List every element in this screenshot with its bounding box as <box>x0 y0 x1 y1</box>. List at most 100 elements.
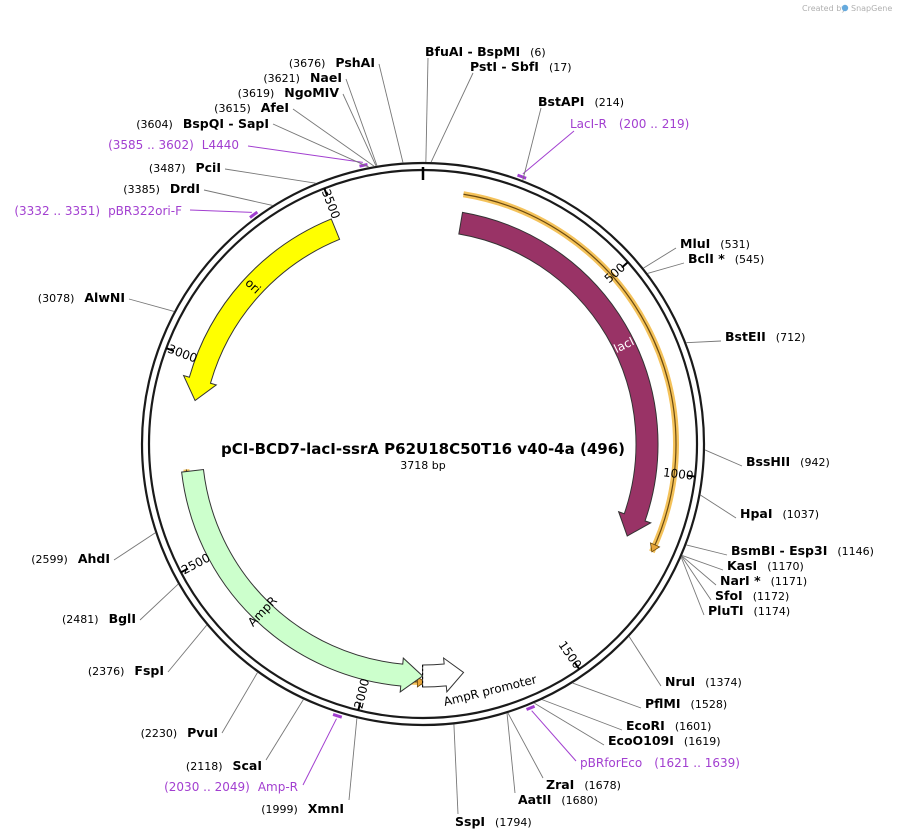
primer-binding-arc[interactable] <box>249 210 259 219</box>
feature-arrow[interactable] <box>422 656 465 694</box>
site-label[interactable]: (2376)FspI <box>88 663 164 678</box>
site-label[interactable]: BfuAI - BspMI(6) <box>425 44 546 59</box>
site-label[interactable]: HpaI(1037) <box>740 506 819 521</box>
feature-arrow[interactable] <box>182 218 341 402</box>
site-bsmbi[interactable]: BsmBI - Esp3I(1146) <box>686 543 874 558</box>
site-label[interactable]: NruI(1374) <box>665 674 742 689</box>
site-label[interactable]: (3078)AlwNI <box>38 290 125 305</box>
site-position: (1172) <box>753 590 790 603</box>
site-nari[interactable]: NarI *(1171) <box>681 555 807 588</box>
site-naei[interactable]: (3621)NaeI <box>263 70 378 166</box>
feature-arrow[interactable] <box>181 468 424 693</box>
site-mlui[interactable]: MluI(531) <box>643 236 750 269</box>
site-label[interactable]: (3619)NgoMIV <box>238 85 340 100</box>
site-label[interactable]: (3615)AfeI <box>214 100 289 115</box>
site-sspi[interactable]: SspI(1794) <box>453 724 532 829</box>
feature-laci[interactable] <box>458 211 659 537</box>
site-pvui[interactable]: (2230)PvuI <box>141 672 258 740</box>
site-ecori[interactable]: EcoRI(1601) <box>541 699 711 733</box>
site-label[interactable]: AatII(1680) <box>518 792 598 807</box>
site-label[interactable]: PflMI(1528) <box>645 696 727 711</box>
site-aatii[interactable]: AatII(1680) <box>506 713 598 807</box>
translation-arc-core <box>463 193 677 553</box>
site-name: BssHII <box>746 454 790 469</box>
site-label[interactable]: (3621)NaeI <box>263 70 342 85</box>
primer-pbrforeco[interactable]: pBRforEco(1621 .. 1639) <box>525 704 740 770</box>
primer-laci-r[interactable]: LacI-R(200 .. 219) <box>517 117 690 180</box>
site-label[interactable]: SspI(1794) <box>455 814 532 829</box>
site-name: FspI <box>134 663 164 678</box>
leader-line <box>139 583 179 621</box>
site-label[interactable]: BstAPI(214) <box>538 94 624 109</box>
site-bsteii[interactable]: BstEII(712) <box>686 329 805 344</box>
primer-amp-r[interactable]: (2030 .. 2049)Amp-R <box>164 713 343 794</box>
site-label[interactable]: (2230)PvuI <box>141 725 218 740</box>
site-bfuai[interactable]: BfuAI - BspMI(6) <box>425 44 546 163</box>
site-label[interactable]: (3487)PciI <box>149 160 221 175</box>
primer-binding-arc[interactable] <box>525 704 536 711</box>
primer-name: pBRforEco <box>580 756 642 770</box>
site-pluti[interactable]: PluTI(1174) <box>680 557 790 618</box>
site-label[interactable]: (1999)XmnI <box>261 801 344 816</box>
site-zrai[interactable]: ZraI(1678) <box>507 712 621 792</box>
site-pshai[interactable]: (3676)PshAI <box>289 55 404 163</box>
site-ecoo109i[interactable]: EcoO109I(1619) <box>534 702 720 748</box>
primer-l4440[interactable]: (3585 .. 3602)L4440 <box>108 138 368 168</box>
site-label[interactable]: BsmBI - Esp3I(1146) <box>731 543 874 558</box>
site-label[interactable]: BssHII(942) <box>746 454 830 469</box>
site-label[interactable]: BstEII(712) <box>725 329 805 344</box>
site-label[interactable]: (3604)BspQI - SapI <box>136 116 269 131</box>
site-label[interactable]: (2599)AhdI <box>31 551 110 566</box>
feature-ampr[interactable] <box>181 468 424 693</box>
site-ngomiv[interactable]: (3619)NgoMIV <box>238 85 377 167</box>
site-label[interactable]: (3385)DrdI <box>123 181 200 196</box>
site-hpai[interactable]: HpaI(1037) <box>700 494 819 521</box>
site-sfoi[interactable]: SfoI(1172) <box>681 556 790 603</box>
site-label[interactable]: PstI - SbfI(17) <box>470 59 572 74</box>
site-label[interactable]: EcoRI(1601) <box>626 718 711 733</box>
site-label[interactable]: NarI *(1171) <box>720 573 807 588</box>
primer-label[interactable]: (3585 .. 3602)L4440 <box>108 138 239 152</box>
primer-label[interactable]: LacI-R(200 .. 219) <box>570 117 689 131</box>
site-psti[interactable]: PstI - SbfI(17) <box>430 59 572 163</box>
site-ahdi[interactable]: (2599)AhdI <box>31 532 156 566</box>
primer-binding-arc[interactable] <box>517 173 527 180</box>
site-drdi[interactable]: (3385)DrdI <box>123 181 273 206</box>
primer-label[interactable]: (2030 .. 2049)Amp-R <box>164 780 298 794</box>
site-bspqi[interactable]: (3604)BspQI - SapI <box>136 116 370 168</box>
site-label[interactable]: SfoI(1172) <box>715 588 789 603</box>
site-scai[interactable]: (2118)ScaI <box>186 699 304 773</box>
site-afei[interactable]: (3615)AfeI <box>214 100 375 167</box>
primer-pbr322ori-f[interactable]: (3332 .. 3351)pBR322ori-F <box>14 204 259 219</box>
site-pcii[interactable]: (3487)PciI <box>149 160 316 184</box>
primer-label[interactable]: (3332 .. 3351)pBR322ori-F <box>14 204 182 218</box>
site-name: PluTI <box>708 603 744 618</box>
feature-arrow[interactable] <box>458 211 659 537</box>
site-alwni[interactable]: (3078)AlwNI <box>38 290 175 312</box>
site-pflmi[interactable]: PflMI(1528) <box>572 682 727 711</box>
site-label[interactable]: MluI(531) <box>680 236 750 251</box>
site-label[interactable]: EcoO109I(1619) <box>608 733 720 748</box>
site-kasi[interactable]: KasI(1170) <box>681 555 804 573</box>
site-nrui[interactable]: NruI(1374) <box>628 636 742 689</box>
site-label[interactable]: (2118)ScaI <box>186 758 262 773</box>
site-bgli[interactable]: (2481)BglI <box>62 583 179 626</box>
site-xmni[interactable]: (1999)XmnI <box>261 718 358 816</box>
primer-binding-arc[interactable] <box>359 162 368 168</box>
site-label[interactable]: (3676)PshAI <box>289 55 375 70</box>
site-label[interactable]: KasI(1170) <box>727 558 804 573</box>
primer-label[interactable]: pBRforEco(1621 .. 1639) <box>580 756 740 770</box>
site-label[interactable]: ZraI(1678) <box>546 777 621 792</box>
feature-ampr-promoter[interactable] <box>422 656 465 694</box>
site-label[interactable]: (2481)BglI <box>62 611 136 626</box>
primer-binding-arc[interactable] <box>332 713 343 719</box>
site-label[interactable]: PluTI(1174) <box>708 603 790 618</box>
site-fspi[interactable]: (2376)FspI <box>88 624 208 678</box>
primer-range: (3585 .. 3602) <box>108 138 194 152</box>
site-bsshii[interactable]: BssHII(942) <box>704 449 830 469</box>
site-bstapi[interactable]: BstAPI(214) <box>522 94 624 181</box>
site-label[interactable]: BclI *(545) <box>688 251 764 266</box>
feature-ori[interactable] <box>182 218 341 402</box>
backbone <box>140 161 706 727</box>
site-bcli[interactable]: BclI *(545) <box>647 251 765 274</box>
